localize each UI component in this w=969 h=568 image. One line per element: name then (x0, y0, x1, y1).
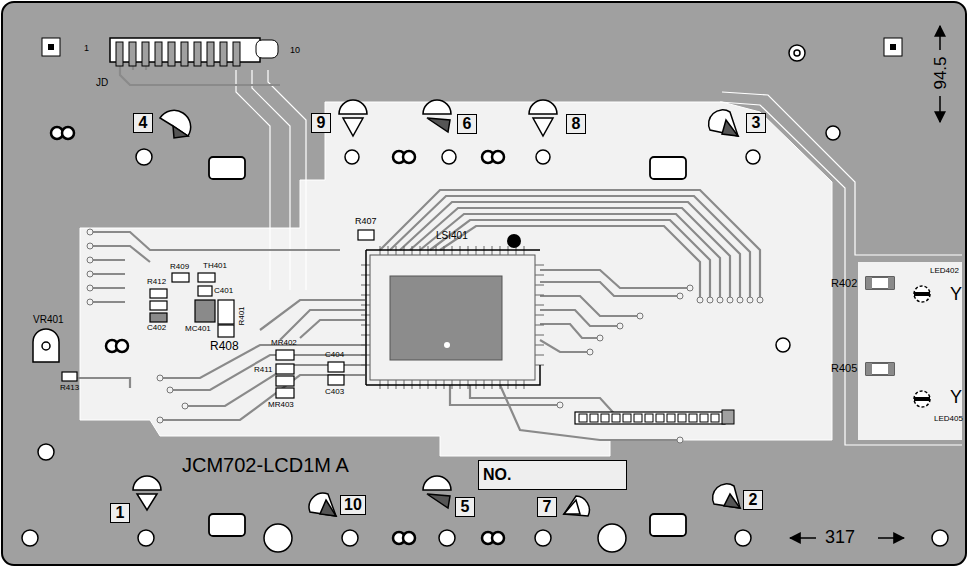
part-name: MR402 (271, 339, 297, 347)
pin-number: 1 (84, 44, 89, 53)
callout-number: 3 (746, 113, 766, 133)
dimension: 317 (825, 528, 855, 546)
led-color: Y (950, 388, 962, 406)
part-name: R413 (60, 384, 79, 392)
part-name: MC401 (185, 325, 211, 333)
callout-number: 5 (455, 497, 475, 517)
pad (866, 277, 894, 375)
dimension: 94.5 (932, 56, 949, 89)
part-name: MR403 (268, 401, 294, 409)
trimmer (33, 329, 59, 362)
clear-area (80, 102, 832, 456)
part-name: LSI401 (436, 231, 468, 241)
board-name: JCM702-LCD1M A (182, 455, 349, 475)
part-name: C403 (325, 388, 344, 396)
slot (209, 157, 686, 536)
part-name: R409 (170, 263, 189, 271)
callout-number: 9 (311, 113, 331, 133)
part-name: R408 (210, 340, 239, 352)
callout-text: 5 (461, 499, 470, 515)
part-name: C404 (325, 351, 344, 359)
via (87, 229, 763, 443)
callout-text: 10 (344, 497, 362, 513)
double-hole (51, 127, 504, 544)
part-name: R411 (254, 366, 273, 374)
part-name: R412 (147, 278, 166, 286)
part-name: R405 (831, 363, 857, 374)
hole (22, 45, 948, 552)
part-name: C401 (214, 287, 233, 295)
copper-band (236, 70, 962, 445)
callout-text: 7 (543, 499, 552, 515)
callout-number: 8 (566, 114, 586, 134)
clear-area (858, 262, 962, 440)
callout-text: 9 (317, 115, 326, 131)
callout-number: 4 (133, 113, 153, 133)
part-name: JD (96, 78, 108, 88)
trace (62, 50, 760, 440)
callout-text: 2 (749, 492, 758, 508)
callout-number: 1 (110, 503, 130, 523)
part-name: LED405 (934, 415, 963, 423)
part-name: VR401 (33, 315, 64, 325)
callout-text: NO. (483, 467, 511, 483)
connector-jd (110, 38, 278, 66)
pin-header (575, 410, 734, 424)
part-name: R407 (355, 217, 377, 226)
callout-number: 7 (537, 497, 557, 517)
callout-number: 6 (457, 114, 477, 134)
number-box: NO. (478, 460, 627, 490)
led-symbol (914, 286, 930, 407)
callout-text: 3 (752, 115, 761, 131)
callout-number: 2 (743, 490, 763, 510)
pivot-symbol (133, 100, 740, 516)
part-name: LED402 (930, 267, 959, 275)
led-color: Y (950, 285, 962, 303)
part-name: R402 (831, 278, 857, 289)
part-name: TH401 (203, 262, 227, 270)
part-name: R401 (238, 306, 246, 325)
fiducial (42, 38, 902, 56)
callout-text: 1 (116, 505, 125, 521)
part-name: C402 (147, 324, 166, 332)
callout-text: 6 (463, 116, 472, 132)
callout-text: 8 (572, 116, 581, 132)
dimension-arrow (790, 26, 940, 538)
lsi-chip (361, 234, 544, 389)
callout-number: 10 (340, 495, 366, 515)
smd-part (62, 230, 894, 398)
callout-text: 4 (139, 115, 148, 131)
pin-number: 10 (290, 46, 300, 55)
